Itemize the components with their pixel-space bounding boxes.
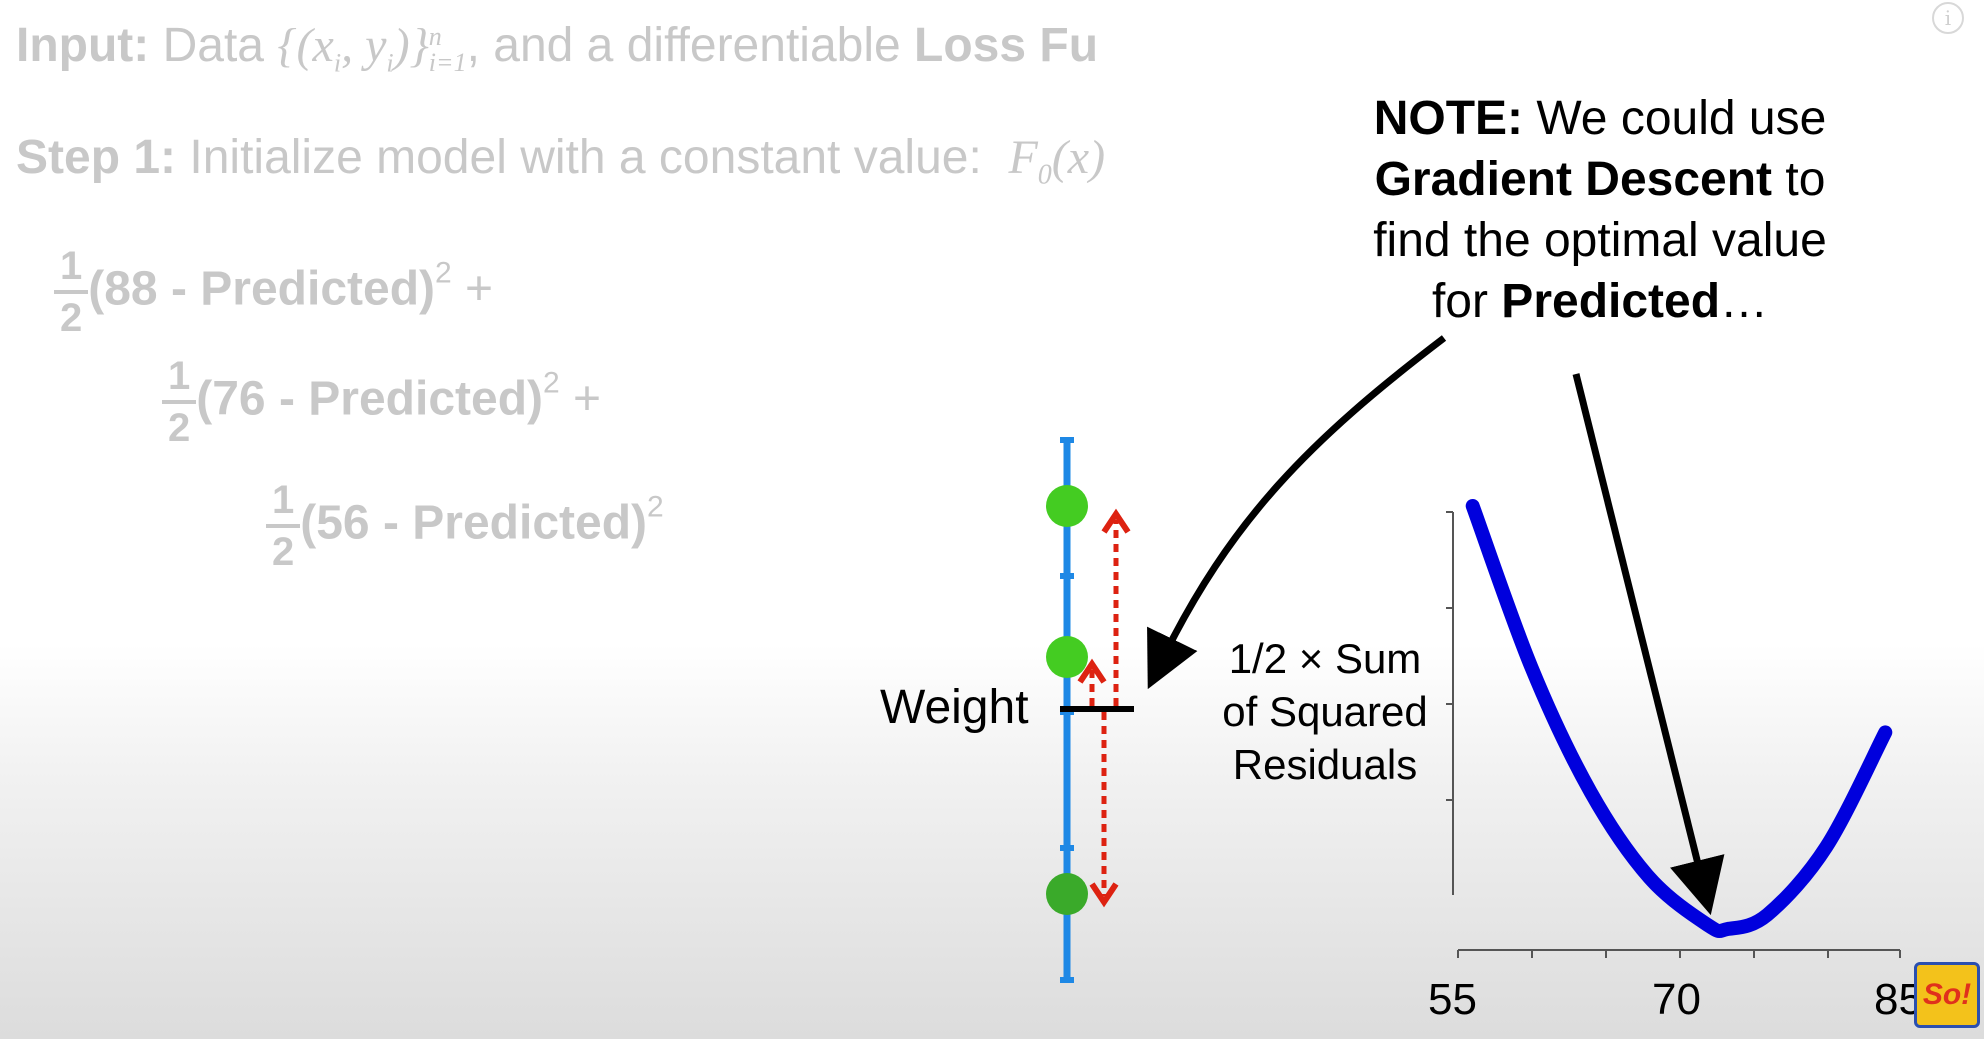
y-label-line-3: Residuals [1232,741,1418,788]
note-arrow-to-predicted [1147,335,1447,690]
step1-label: Step 1: [16,131,177,184]
channel-logo: So! [1914,962,1980,1028]
term-text: (76 - Predicted) [196,372,544,426]
note-label: NOTE: [1373,92,1524,145]
loss-curve [1465,499,1893,939]
residual-arrowhead-1 [1101,508,1131,534]
input-text-2: , and a differentiable [466,19,901,72]
note-text-2: to [1772,153,1826,206]
note-arrow-to-minimum [1572,373,1725,916]
term-exponent: 2 [435,256,452,290]
note-text-4: for [1431,275,1502,328]
data-point-56 [1046,873,1088,915]
input-label: Input: [16,19,150,72]
term-exponent: 2 [647,490,664,524]
y-label-line-2: of Squared [1222,688,1428,735]
note-ellipsis: … [1720,275,1769,328]
term-plus: + [465,262,494,316]
data-point-76 [1046,636,1088,678]
gradient-descent-note: NOTE: We could use Gradient Descent to f… [1330,88,1870,332]
x-tick-label-55: 55 [1428,975,1477,1024]
note-gradient-descent: Gradient Descent [1374,153,1773,206]
data-point-88 [1046,485,1088,527]
term-text: (88 - Predicted) [88,262,436,316]
note-text-3: find the optimal value [1373,214,1827,267]
term-text: (56 - Predicted) [300,496,648,550]
y-label-line-1: 1/2 × Sum [1228,635,1422,682]
term-exponent: 2 [543,366,560,400]
note-predicted: Predicted [1501,275,1721,328]
step1-line: Step 1: Initialize model with a constant… [16,130,1105,192]
step1-math: F0(x) [1008,131,1106,191]
note-text-1: We could use [1523,92,1827,145]
residual-arrowhead-2 [1077,658,1107,684]
x-tick-label-70: 70 [1652,975,1701,1024]
input-loss: Loss Fu [914,19,1099,72]
input-text: Data [162,19,264,72]
step1-text: Initialize model with a constant value: [189,131,982,184]
weight-label: Weight [880,681,1029,734]
residual-arrowhead-3 [1089,882,1119,908]
chart-y-label: 1/2 × Sum of Squared Residuals [1200,632,1450,791]
term-plus: + [573,372,602,426]
info-icon[interactable]: i [1932,2,1964,34]
